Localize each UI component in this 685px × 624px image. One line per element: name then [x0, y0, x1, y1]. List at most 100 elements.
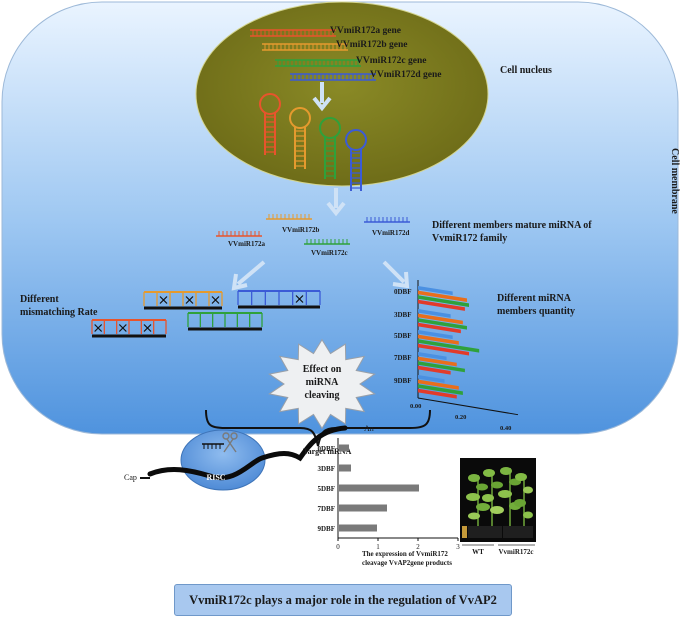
expression-bar: [339, 524, 377, 532]
x-tick-label: 0.20: [455, 414, 466, 421]
x-tick-label: 3: [456, 543, 460, 551]
quantity-chart: 0.00 0.20 0.40 0DBF 3DBF 5DBF 7DBF 9DBF: [394, 280, 519, 432]
quantity-bar: [418, 365, 451, 375]
effect-starburst: [268, 338, 376, 430]
effect-line2: miRNA: [306, 377, 340, 388]
x-tick-label: 0: [336, 543, 340, 551]
x-tick-label: 2: [416, 543, 420, 551]
y-tick-label: 3DBF: [318, 465, 336, 473]
quantity-bar: [418, 322, 461, 334]
quantity-bar: [418, 295, 469, 307]
quantity-bar: [418, 330, 453, 340]
plant-photo: [460, 458, 536, 542]
target-mrna-strand: [147, 425, 348, 481]
quantity-bar: [418, 388, 457, 399]
risc-label: RISC: [206, 473, 225, 482]
mismatch-x-icon: [295, 295, 304, 303]
quantity-bar: [418, 286, 453, 296]
x-tick-label: 0.40: [500, 425, 511, 432]
x-tick-label: 1: [376, 543, 380, 551]
y-tick-label: 9DBF: [318, 525, 336, 533]
quantity-bar: [418, 309, 451, 318]
membrane-label: Cell membrane: [669, 148, 680, 214]
gene-label: VVmiR172b gene: [336, 40, 408, 50]
mismatch-x-icon: [159, 296, 168, 304]
mature-label: VVmiR172c: [311, 249, 348, 257]
mature-label: VVmiR172d: [372, 229, 409, 237]
arrow-to-mismatch: [231, 260, 266, 291]
quantity-bar: [418, 361, 465, 373]
quantity-bar: [418, 339, 480, 353]
y-tick-label: 7DBF: [318, 505, 336, 513]
x-tick-label: 0.00: [410, 403, 421, 410]
quantity-bar: [418, 343, 469, 356]
risc-duplex-teeth: [202, 443, 224, 449]
gene-ladder: [250, 29, 336, 37]
mature-label: VVmiR172b: [282, 226, 319, 234]
mature-caption-line2: VvmiR172 family: [432, 233, 507, 244]
y-tick-label: 0DBF: [394, 288, 412, 296]
hairpin-icon: [289, 107, 311, 169]
expression-chart: 0 1 2 3 0DBF 3DBF 5DBF 7DBF 9DBF: [318, 438, 460, 551]
mature-caption-line1: Different members mature miRNA of: [432, 220, 592, 231]
gene-label: VVmiR172c gene: [356, 56, 426, 66]
target-mrna-label: Target mRNA: [303, 447, 352, 456]
hairpin-icon: [345, 129, 367, 191]
arrow-down-nucleus: [312, 82, 332, 112]
mismatch-x-icon: [118, 324, 127, 332]
hairpin-precursors: [259, 93, 367, 191]
duplex-c: [187, 312, 263, 331]
scissors-icon: [222, 432, 238, 453]
mismatch-x-icon: [185, 296, 194, 304]
quantity-label-line2: members quantity: [497, 306, 575, 317]
arrow-down-export: [326, 188, 346, 217]
hairpin-icon: [259, 93, 281, 155]
plant-mutant: [498, 467, 533, 528]
effect-line3: cleaving: [305, 390, 340, 401]
gene-label: VVmiR172d gene: [370, 70, 442, 80]
arrow-to-quantity: [382, 260, 410, 289]
effect-line1: Effect on: [303, 364, 342, 375]
mismatch-x-icon: [211, 296, 220, 304]
y-tick-label: 5DBF: [318, 485, 336, 493]
mismatch-duplexes: [91, 290, 321, 338]
mature-mirna: [266, 214, 312, 220]
mismatch-label-line1: Different: [20, 294, 59, 305]
quantity-bar: [418, 375, 445, 383]
mature-label: VVmiR172a: [228, 240, 265, 248]
cap-label: Cap: [124, 473, 137, 482]
gene-ladder: [290, 73, 376, 81]
quantity-label-line1: Different miRNA: [497, 293, 572, 304]
curly-brace: [205, 409, 431, 447]
y-tick-label: 0DBF: [318, 445, 336, 453]
quantity-bar: [418, 290, 467, 303]
duplex-a: [91, 319, 167, 338]
mature-mirna: [304, 239, 350, 245]
expression-bar: [339, 504, 387, 512]
quantity-bar: [418, 352, 447, 361]
conclusion-banner: VvmiR172c plays a major role in the regu…: [174, 584, 512, 616]
mature-mirna: [216, 231, 262, 237]
y-tick-label: 3DBF: [394, 311, 412, 319]
y-tick-label: 5DBF: [394, 332, 412, 340]
mismatch-x-icon: [94, 324, 103, 332]
quantity-bar: [418, 299, 465, 311]
quantity-bar: [418, 379, 459, 390]
y-tick-label: 7DBF: [394, 354, 412, 362]
duplex-b: [143, 291, 223, 310]
plant-wt: [466, 469, 504, 528]
quantity-bar: [418, 318, 467, 330]
gene-label: VVmiR172a gene: [330, 26, 401, 36]
y-tick-label: 9DBF: [394, 377, 412, 385]
polya-label: An: [364, 424, 374, 433]
quantity-bar: [418, 384, 463, 395]
expression-caption-line1: The expression of VvmiR172: [362, 550, 448, 558]
expression-caption-line2: cleavage VvAP2gene products: [362, 559, 452, 567]
x-axis: [417, 397, 519, 416]
expression-bar: [339, 464, 351, 472]
quantity-bar: [418, 313, 463, 325]
duplex-d: [237, 290, 321, 309]
